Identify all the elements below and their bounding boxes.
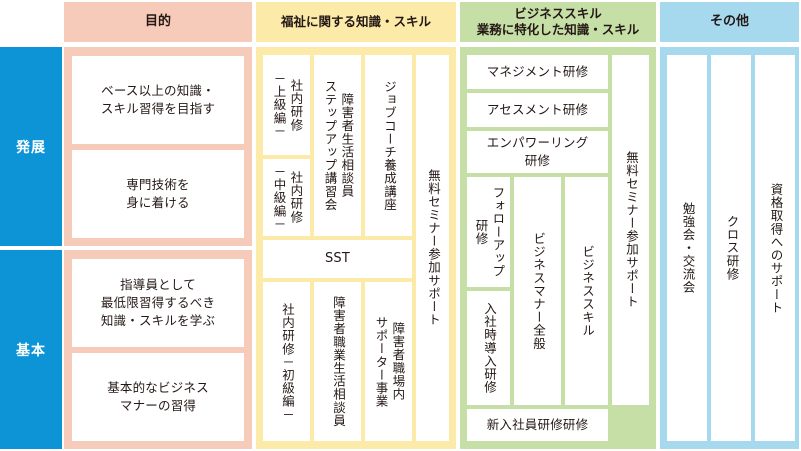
purpose-cell-advanced-1: ベース以上の知識・ スキル習得を目指す: [72, 56, 244, 144]
business-cell-assessment: アセスメント研修: [467, 93, 608, 127]
welfare-cell-naibu-chuukyuu: 社内研修 －中級編－: [263, 159, 310, 236]
business-cell-nyuushaji: 入社時導入研修: [467, 291, 510, 405]
header-label-purpose: 目的: [144, 13, 171, 29]
other-cell-benkyoukai: 勉強会・交流会: [667, 55, 707, 441]
stage-label-advanced: 発展: [16, 139, 46, 156]
welfare-cell-sst: SST: [263, 240, 412, 278]
header-label-welfare: 福祉に関する知識・スキル: [280, 13, 431, 29]
business-cell-empowering: エンパワーリング 研修: [467, 131, 608, 173]
business-cell-management: マネジメント研修: [467, 55, 608, 89]
welfare-cell-shougaisha-stepup: 障害者生活相談員 ステップアップ講習会: [314, 55, 361, 236]
purpose-cell-basic-2: 基本的なビジネス マナーの習得: [72, 353, 244, 441]
welfare-cell-free-seminar: 無料セミナー参加サポート: [416, 55, 449, 441]
header-band-business: [460, 2, 656, 42]
business-cell-shinnyuushain: 新入社員研修研修: [467, 409, 608, 441]
other-cell-cross-kenshuu: クロス研修: [711, 55, 751, 441]
header-band-other: [660, 2, 799, 42]
welfare-cell-shokugyou-soudanin: 障害者職業生活相談員: [314, 282, 361, 441]
purpose-cell-basic-1: 指導員として 最低限習得するべき 知識・スキルを学ぶ: [72, 259, 244, 347]
other-cell-shikaku-support: 資格取得へのサポート: [755, 55, 795, 441]
welfare-cell-naibu-joukyuu: 社内研修 －上級編－: [263, 55, 310, 155]
header-band-purpose: [64, 2, 252, 42]
welfare-cell-shokuba-supporter: 障害者職場内 サポーター事業: [365, 282, 412, 441]
stage-label-basic: 基本: [16, 342, 46, 359]
stage-band-basic: [0, 250, 62, 449]
business-cell-businessskill: ビジネススキル: [565, 177, 608, 405]
welfare-cell-jobcoach: ジョブコーチ養成講座: [365, 55, 412, 236]
welfare-cell-naibu-shokyuu: 社内研修－初級編－: [263, 282, 310, 441]
business-cell-free-seminar: 無料セミナー参加サポート: [612, 55, 649, 405]
stage-band-advanced: [0, 47, 62, 246]
purpose-cell-advanced-2: 専門技術を 身に着ける: [72, 150, 244, 238]
header-label-other: その他: [709, 13, 749, 29]
business-cell-manner: ビジネスマナー全般: [514, 177, 561, 405]
header-label-business: ビジネススキル 業務に特化した知識・スキル: [476, 5, 640, 37]
business-cell-followup: フォローアップ 研修: [467, 177, 510, 287]
header-band-welfare: [256, 2, 456, 42]
